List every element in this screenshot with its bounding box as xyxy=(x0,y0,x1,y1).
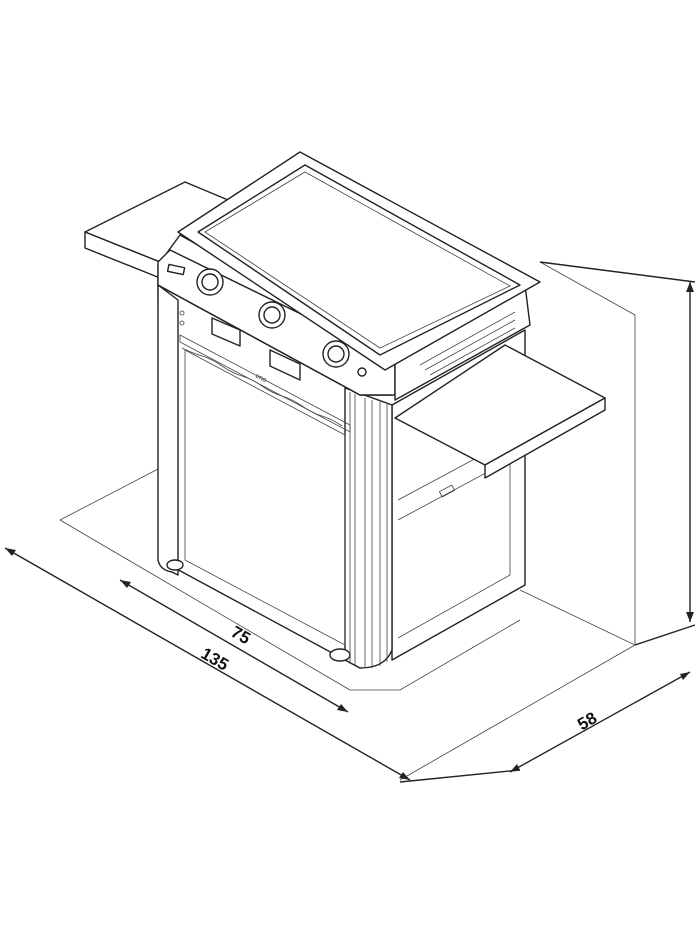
plancha-plate xyxy=(177,151,541,401)
control-knob[interactable] xyxy=(196,268,224,296)
cabinet-logo: eno xyxy=(254,373,268,385)
wheel xyxy=(166,559,184,571)
cart-body: eno xyxy=(157,284,393,669)
control-knob[interactable] xyxy=(258,301,286,329)
right-side-shelf xyxy=(394,344,606,479)
control-knob[interactable] xyxy=(322,340,350,368)
badge xyxy=(166,263,186,276)
dimension-lines xyxy=(4,261,696,783)
ignition-button[interactable] xyxy=(357,367,367,377)
wheel xyxy=(329,648,351,662)
dimension-58: 58 xyxy=(574,708,600,734)
dimension-135: 135 xyxy=(198,644,232,675)
dimension-98: 98 xyxy=(697,443,700,462)
